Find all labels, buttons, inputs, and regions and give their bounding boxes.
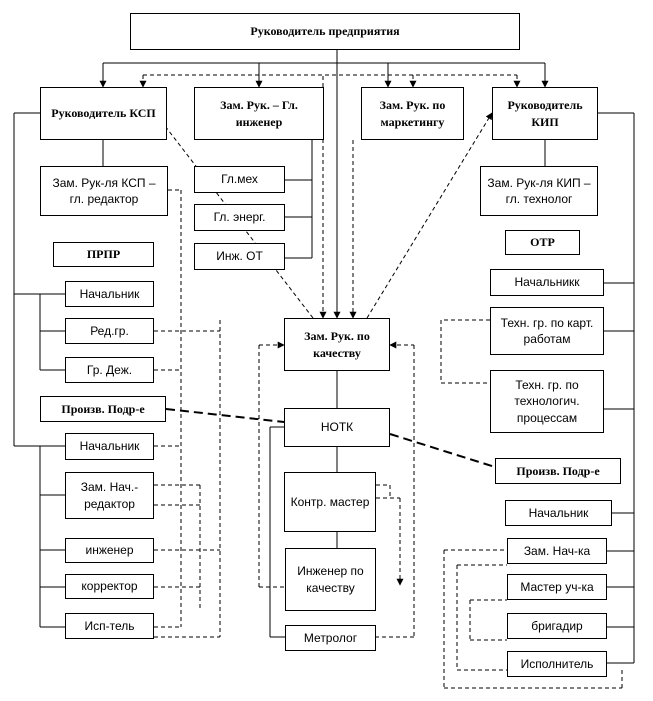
quality-deputy-box: Зам. Рук. по качеству — [284, 318, 390, 371]
executor-left-box: Исп-тель — [65, 613, 154, 639]
executor-right-box: Исполнитель — [507, 651, 607, 677]
chief-energy-box: Гл. энерг. — [194, 204, 285, 231]
tech-group-process-box: Техн. гр. по технологич. процессам — [490, 370, 604, 433]
head-label: Руководитель предприятия — [250, 24, 400, 39]
ksp-head-label: Руководитель КСП — [51, 106, 156, 121]
quality-engineer-label: Инженер по качеству — [297, 564, 364, 595]
quality-engineer-box: Инженер по качеству — [285, 548, 376, 611]
prpr-box: ПРПР — [53, 242, 154, 267]
left-chief-label: Начальник — [79, 439, 140, 454]
kip-head-label: Руководитель КИП — [507, 98, 583, 129]
metrologist-box: Метролог — [285, 625, 376, 651]
metrologist-label: Метролог — [303, 630, 358, 645]
safety-engineer-box: Инж. ОТ — [194, 243, 285, 270]
deputy-chief-box: Зам. Нач-ка — [507, 538, 607, 564]
control-master-label: Контр. мастер — [290, 494, 370, 509]
duty-group-label: Гр. Деж. — [86, 362, 133, 377]
editorial-group-label: Ред.гр. — [90, 323, 129, 338]
otr-box: ОТР — [505, 230, 580, 255]
tech-group-process-label: Техн. гр. по технологич. процессам — [514, 378, 580, 425]
kip-deputy-tech-label: Зам. Рук-ля КИП – гл. технолог — [487, 175, 591, 206]
prpr-chief-box: Начальник — [65, 281, 154, 307]
editorial-group-box: Ред.гр. — [65, 318, 154, 344]
kip-deputy-tech-box: Зам. Рук-ля КИП – гл. технолог — [480, 166, 598, 216]
prpr-label: ПРПР — [86, 247, 121, 262]
production-left-label: Произв. Подр-е — [61, 401, 145, 416]
deputy-chief-editor-label: Зам. Нач.- редактор — [80, 480, 139, 511]
right-chief-label: Начальник — [528, 505, 589, 520]
ksp-deputy-editor-label: Зам. Рук-ля КСП – гл. редактор — [52, 175, 156, 206]
section-master-label: Мастер уч-ка — [520, 579, 594, 594]
notk-label: НОТК — [320, 420, 354, 435]
chief-energy-label: Гл. энерг. — [213, 210, 266, 225]
chief-mech-box: Гл.мех — [194, 166, 285, 193]
otr-chief-label: Начальникк — [514, 275, 580, 290]
chief-mech-label: Гл.мех — [221, 172, 258, 187]
safety-engineer-label: Инж. ОТ — [216, 249, 263, 264]
executor-right-label: Исполнитель — [520, 656, 594, 671]
deputy-marketing-box: Зам. Рук. по маркетингу — [361, 87, 464, 140]
engineer-box: инженер — [65, 538, 154, 563]
kip-head-box: Руководитель КИП — [492, 87, 598, 140]
control-master-box: Контр. мастер — [284, 472, 376, 532]
otr-label: ОТР — [530, 235, 555, 250]
duty-group-box: Гр. Деж. — [65, 357, 154, 383]
deputy-chief-label: Зам. Нач-ка — [523, 543, 591, 558]
otr-chief-box: Начальникк — [490, 269, 604, 296]
corrector-label: корректор — [81, 579, 138, 594]
ksp-head-box: Руководитель КСП — [40, 87, 167, 140]
tech-group-cards-box: Техн. гр. по карт. работам — [490, 307, 604, 355]
notk-box: НОТК — [284, 408, 390, 447]
executor-left-label: Исп-тель — [84, 618, 135, 633]
section-master-box: Мастер уч-ка — [507, 574, 607, 600]
corrector-box: корректор — [65, 574, 154, 599]
deputy-engineer-label: Зам. Рук. – Гл. инженер — [220, 98, 298, 129]
prpr-chief-label: Начальник — [79, 286, 140, 301]
deputy-marketing-label: Зам. Рук. по маркетингу — [379, 98, 446, 129]
deputy-engineer-box: Зам. Рук. – Гл. инженер — [194, 87, 324, 140]
brigadier-label: бригадир — [531, 618, 583, 633]
tech-group-cards-label: Техн. гр. по карт. работам — [500, 315, 594, 346]
engineer-label: инженер — [85, 543, 134, 558]
head-box: Руководитель предприятия — [130, 13, 520, 50]
deputy-chief-editor-box: Зам. Нач.- редактор — [65, 472, 154, 519]
ksp-deputy-editor-box: Зам. Рук-ля КСП – гл. редактор — [40, 166, 168, 216]
production-right-label: Произв. Подр-е — [516, 463, 600, 478]
right-chief-box: Начальник — [505, 500, 612, 526]
production-left-box: Произв. Подр-е — [40, 396, 166, 422]
left-chief-box: Начальник — [65, 433, 154, 460]
brigadier-box: бригадир — [507, 613, 607, 639]
quality-deputy-label: Зам. Рук. по качеству — [304, 329, 370, 360]
production-right-box: Произв. Подр-е — [495, 458, 621, 484]
